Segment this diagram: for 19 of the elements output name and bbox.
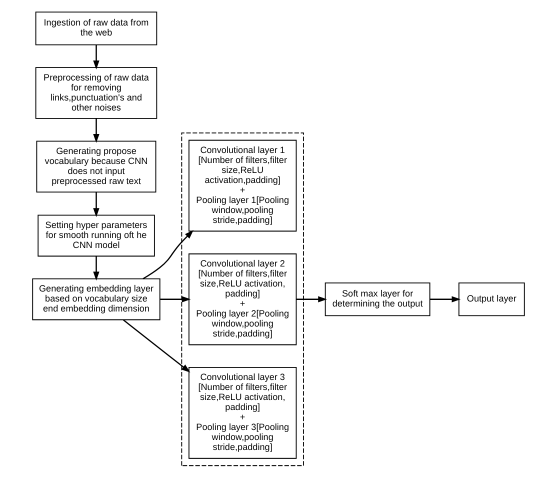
node-box: Convolutional layer 2 [Number of filters,filter size,ReLU activation, padding] + Pooling layer 2[Pooling window,pooling stride,padding] <box>188 253 297 346</box>
node-box: Soft max layer for determining the output <box>324 282 430 316</box>
arrow <box>122 319 190 372</box>
arrow <box>142 230 194 280</box>
arrow <box>430 296 461 302</box>
arrow <box>296 296 328 302</box>
node-box: Generating embedding layer based on vocabulary size end embedding dimension <box>32 278 160 320</box>
arrow <box>93 118 100 143</box>
node-box: Ingestion of raw data from the web <box>35 12 158 46</box>
node-box: Setting hyper parameters for smooth running oft he CNN model <box>38 214 155 257</box>
node-box: Convolutional layer 3 [Number of filters,filter size,ReLU activation, padding] + Pooling layer 3[Pooling window,pooling stride,padding] <box>188 367 297 459</box>
node-box: Output layer <box>458 282 525 316</box>
arrow <box>93 256 100 281</box>
node-box: Generating propose vocabulary because CNN does not input preprocessed raw text <box>36 140 156 193</box>
node-box: Preprocessing of raw data for removing links,punctuation's and other noises <box>35 67 158 119</box>
node-box: Convolutional layer 1 [Number of filters,filter size,ReLU activation,padding] + Pooling layer 1[Pooling window,pooling stride,padding] <box>188 140 297 232</box>
arrow <box>93 192 100 218</box>
arrow <box>93 44 100 70</box>
arrow <box>160 296 191 302</box>
